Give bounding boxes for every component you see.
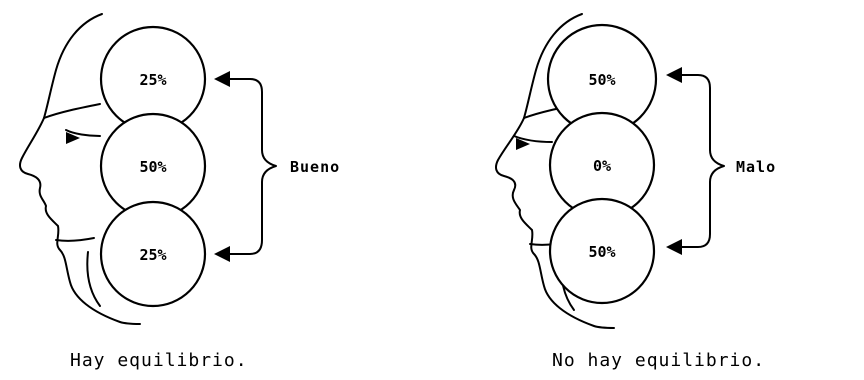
bracket-left — [214, 71, 277, 262]
zone-value-bottom: 50% — [588, 243, 615, 261]
arrow-left-icon — [214, 246, 230, 262]
zone-value-top: 50% — [588, 71, 615, 89]
bracket-right — [666, 67, 725, 255]
zone-circles-left: 25% 50% 25% — [99, 25, 207, 308]
eye-icon — [516, 138, 530, 150]
caption: Hay equilibrio. — [70, 350, 248, 371]
verdict-label: Malo — [736, 158, 776, 176]
zone-value-top: 25% — [139, 71, 166, 89]
zone-circle-bottom — [548, 197, 656, 305]
arrow-left-icon — [666, 239, 682, 255]
zone-value-middle: 0% — [593, 157, 611, 175]
zone-circles-right: 50% 0% 50% — [546, 23, 658, 305]
arrow-left-icon — [666, 67, 682, 83]
zone-circle-bottom — [99, 200, 207, 308]
panel-right: 50% 0% 50% Malo No hay equilibrio. — [495, 13, 776, 371]
caption: No hay equilibrio. — [552, 350, 765, 371]
zone-value-middle: 50% — [139, 158, 166, 176]
eye-icon — [66, 132, 80, 144]
face-profile-left — [19, 13, 141, 325]
verdict-label: Bueno — [290, 158, 340, 176]
panel-left: 25% 50% 25% Bueno Hay equilibrio. — [19, 13, 340, 371]
arrow-left-icon — [214, 71, 230, 87]
zone-value-bottom: 25% — [139, 246, 166, 264]
